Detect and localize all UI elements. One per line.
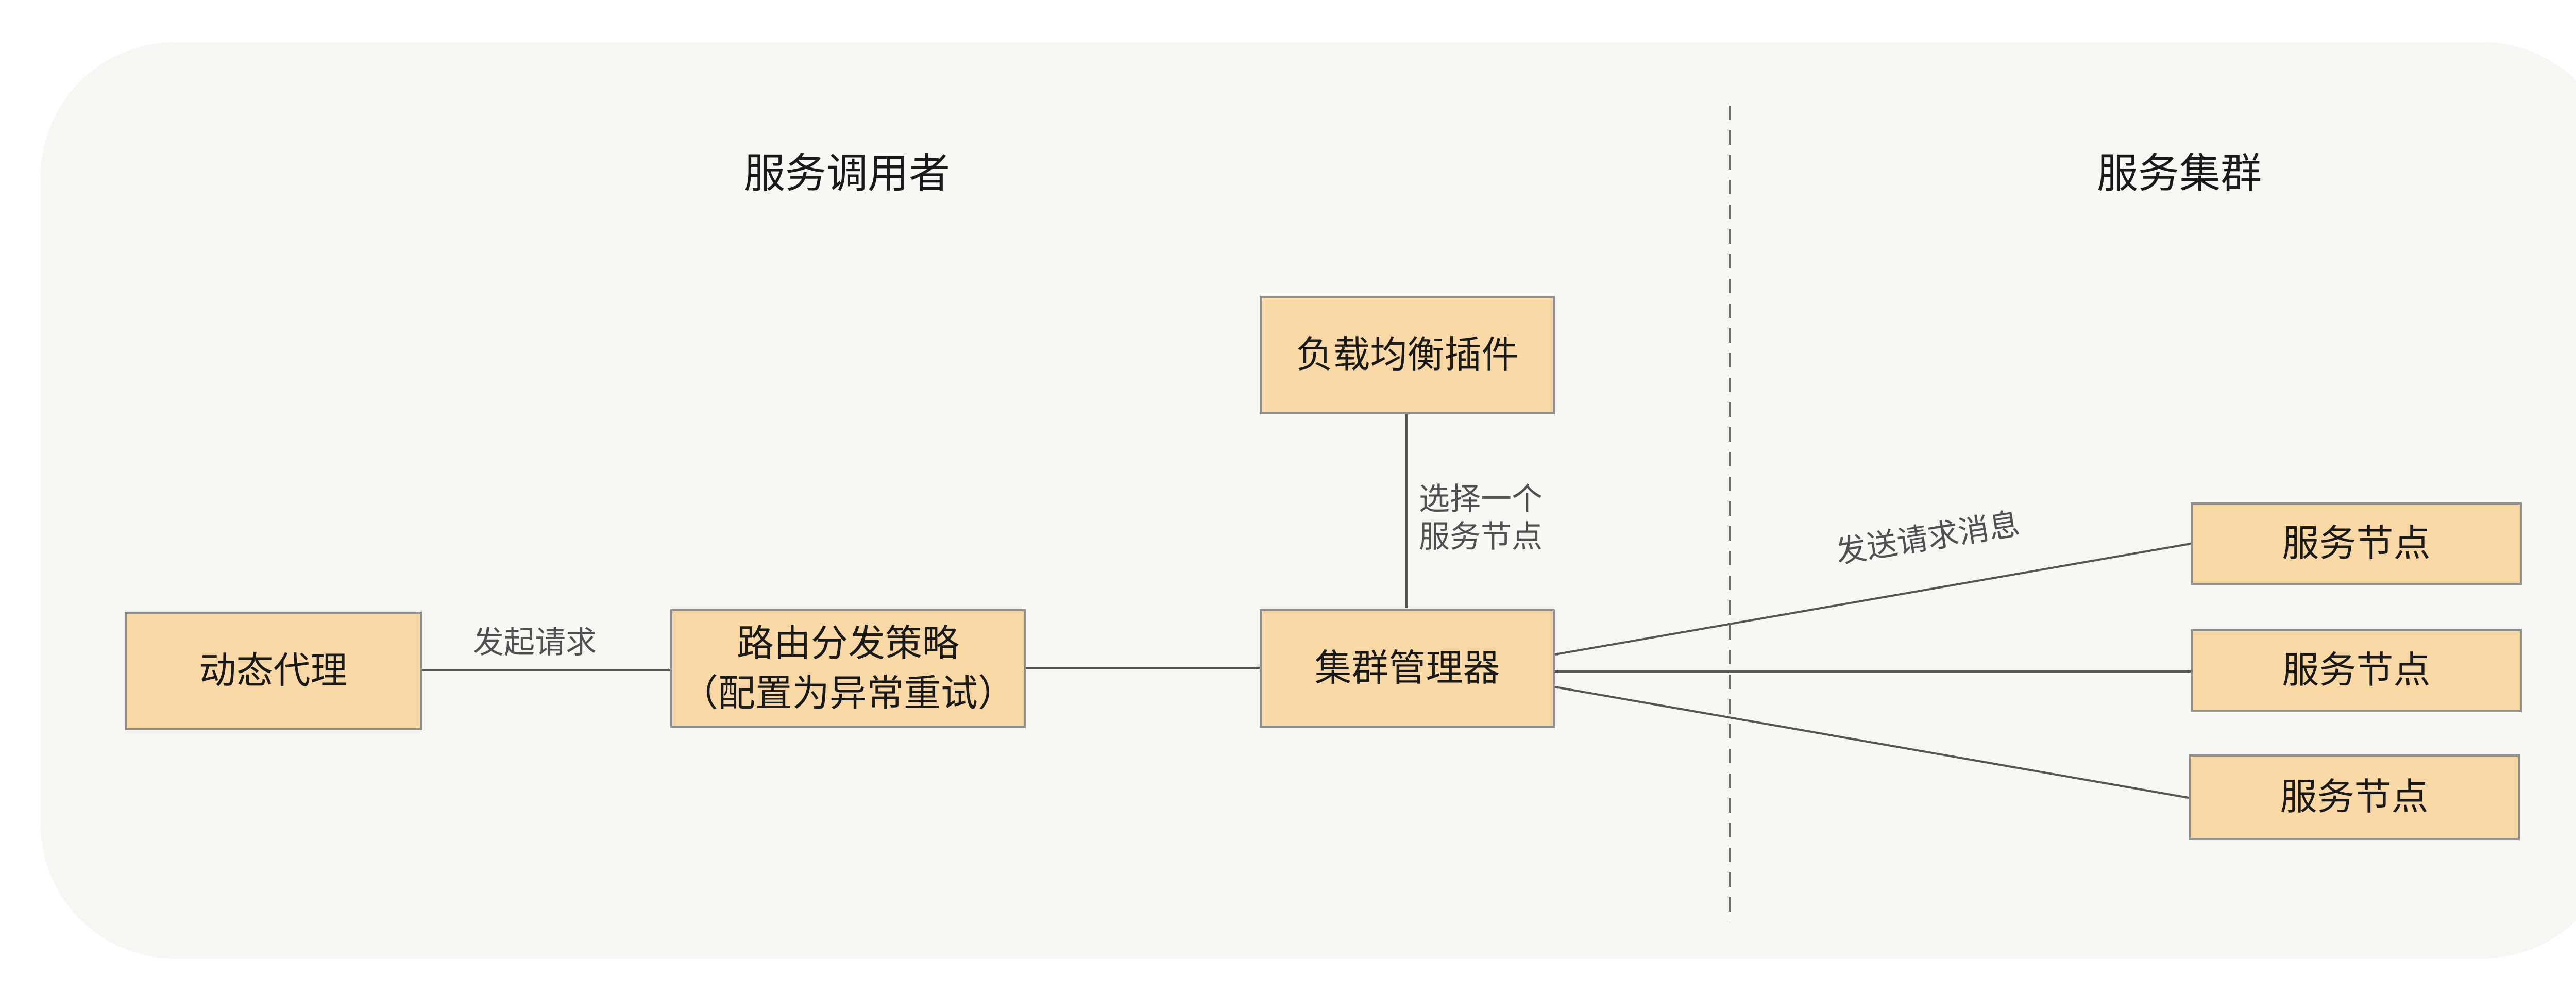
arrow-manager-node-1 (1554, 543, 2191, 656)
send-request-label: 发起请求 (473, 625, 597, 661)
load-balance-label: 负载均衡插件 (1296, 333, 1519, 377)
load-balance-box: 负载均衡插件 (1260, 296, 1555, 414)
dynamic-proxy-box: 动态代理 (125, 612, 422, 730)
service-node-box: 服务节点 (2191, 502, 2522, 585)
select-node-label: 选择一个 (1419, 481, 1543, 517)
service-node-label: 服务节点 (2280, 775, 2429, 819)
dynamic-proxy-label: 动态代理 (199, 649, 348, 693)
routing-strategy-box: 路由分发策略 （配置为异常重试） (670, 609, 1026, 728)
service-node-box: 服务节点 (2189, 754, 2520, 840)
service-node-label: 服务节点 (2282, 522, 2431, 565)
diagram-panel (41, 42, 2576, 959)
caller-heading: 服务调用者 (744, 149, 950, 197)
cluster-manager-box: 集群管理器 (1260, 609, 1555, 728)
routing-strategy-sublabel: （配置为异常重试） (681, 671, 1015, 715)
service-node-label: 服务节点 (2282, 648, 2431, 692)
routing-strategy-label: 路由分发策略 (736, 621, 959, 665)
select-node-sublabel: 服务节点 (1419, 519, 1543, 555)
cluster-heading: 服务集群 (2097, 149, 2262, 197)
arrow-manager-node-3 (1554, 686, 2189, 799)
cluster-manager-label: 集群管理器 (1314, 646, 1500, 690)
service-node-box: 服务节点 (2191, 629, 2522, 712)
